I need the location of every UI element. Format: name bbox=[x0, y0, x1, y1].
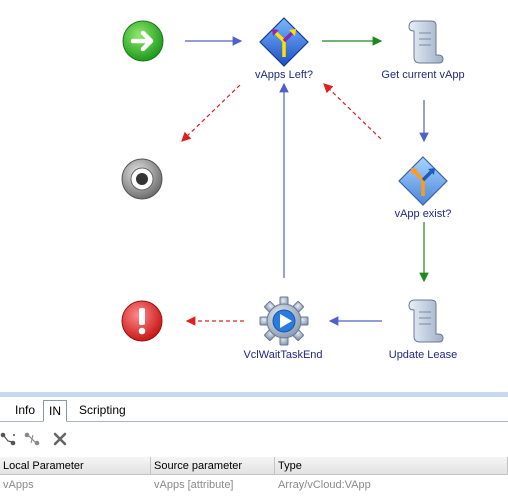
panel-tabs: Info IN Scripting bbox=[0, 397, 508, 422]
error-exclamation-icon bbox=[121, 300, 163, 342]
cell-source-parameter: vApps [attribute] bbox=[154, 479, 234, 491]
end-node[interactable] bbox=[121, 158, 163, 200]
decision-diamond-icon bbox=[398, 156, 448, 206]
workflow-connections bbox=[181, 36, 429, 326]
tab-in[interactable]: IN bbox=[43, 400, 67, 422]
decision-node-vapps-left[interactable] bbox=[259, 17, 309, 67]
delete-icon[interactable] bbox=[52, 431, 68, 447]
scroll-script-icon bbox=[408, 299, 444, 343]
node-label-vapp-exist: vApp exist? bbox=[394, 208, 452, 220]
parameter-toolbar bbox=[0, 429, 508, 449]
cell-type: Array/vCloud:VApp bbox=[278, 479, 371, 491]
bind-icon[interactable] bbox=[0, 431, 16, 447]
script-node-update-lease[interactable] bbox=[405, 296, 445, 344]
connection-vapps-left-to-end[interactable] bbox=[181, 84, 241, 142]
properties-panel: Info IN Scripting Local Parameter Source… bbox=[0, 397, 508, 502]
start-arrow-icon bbox=[122, 20, 164, 62]
script-node-get-current-vapp[interactable] bbox=[405, 17, 445, 65]
scroll-script-icon bbox=[408, 20, 444, 64]
gear-play-icon bbox=[259, 296, 309, 346]
error-node[interactable] bbox=[121, 300, 163, 342]
node-label-get-current-vapp: Get current vApp bbox=[381, 69, 465, 81]
panel-splitter[interactable] bbox=[0, 392, 508, 397]
connection-vapp-exist-to-vapps-left[interactable] bbox=[323, 83, 382, 140]
node-label-wait-task-end: VclWaitTaskEnd bbox=[243, 349, 323, 361]
unbind-icon[interactable] bbox=[24, 431, 40, 447]
action-node-wait-task-end[interactable] bbox=[259, 296, 309, 346]
workflow-schema-canvas[interactable]: vApps Left? Get current vApp vA bbox=[0, 0, 508, 392]
end-target-icon bbox=[121, 158, 163, 200]
column-header-local-parameter[interactable]: Local Parameter bbox=[0, 457, 151, 475]
column-header-type[interactable]: Type bbox=[275, 457, 508, 475]
tab-scripting[interactable]: Scripting bbox=[79, 403, 126, 417]
tab-info[interactable]: Info bbox=[15, 403, 36, 417]
decision-diamond-icon bbox=[259, 17, 309, 67]
decision-node-vapp-exist[interactable] bbox=[398, 156, 448, 206]
node-label-update-lease: Update Lease bbox=[388, 349, 458, 361]
column-header-source-parameter[interactable]: Source parameter bbox=[151, 457, 275, 475]
cell-local-parameter: vApps bbox=[3, 479, 34, 491]
start-node[interactable] bbox=[122, 20, 164, 62]
node-label-vapps-left: vApps Left? bbox=[254, 69, 314, 81]
